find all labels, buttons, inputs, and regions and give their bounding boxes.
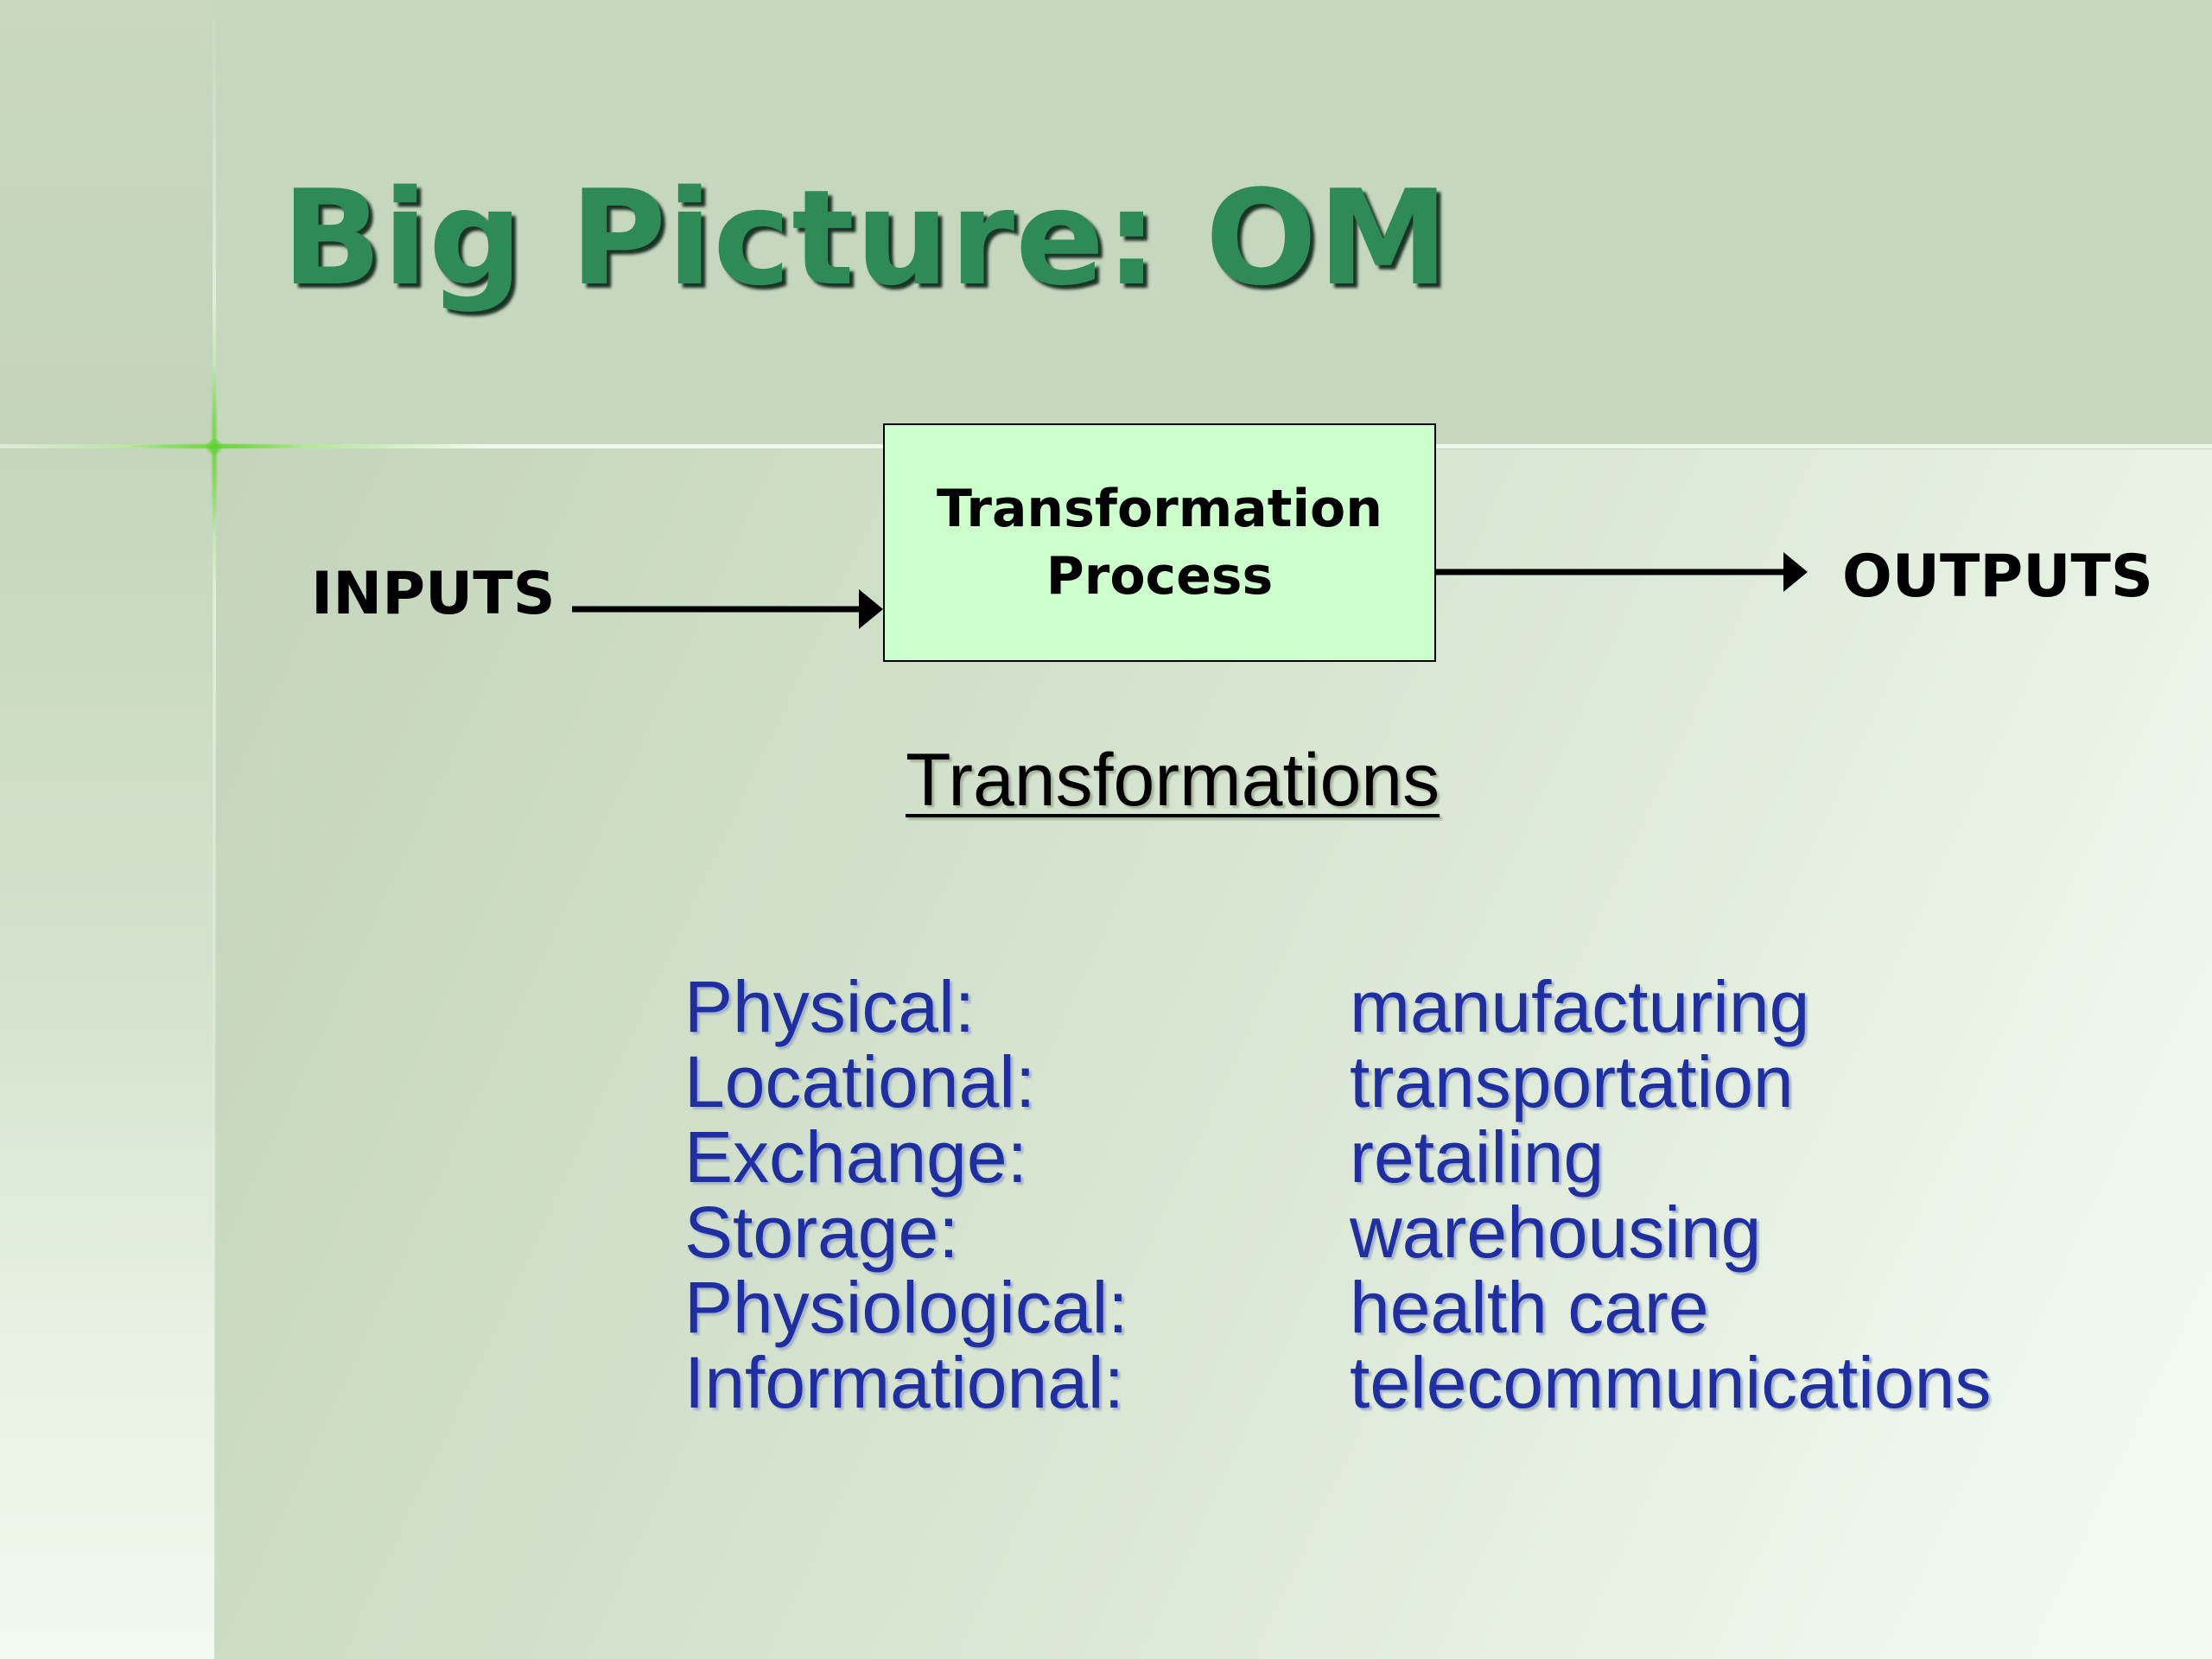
process-label-line1: Transformation: [937, 479, 1382, 539]
transformation-process-box: Transformation Process: [883, 423, 1436, 662]
inputs-label: INPUTS: [311, 560, 556, 628]
transformation-example-item: manufacturing: [1350, 966, 1810, 1047]
transformation-type-item: Informational:: [684, 1342, 1124, 1423]
decorative-sparkle-center: [206, 439, 223, 454]
transformation-type-item: Physiological:: [684, 1267, 1128, 1348]
transformation-type-item: Exchange:: [684, 1116, 1027, 1198]
transformations-heading: Transformations: [906, 739, 1440, 822]
transformation-example-item: telecommunications: [1350, 1342, 1992, 1423]
transformation-example-item: retailing: [1350, 1116, 1605, 1198]
slide-background-top-left: [0, 0, 214, 449]
slide-background-top: [0, 0, 2212, 449]
process-label-line2: Process: [1046, 546, 1274, 607]
decorative-vertical-line: [213, 0, 216, 1659]
transformation-example-item: warehousing: [1350, 1192, 1762, 1273]
transformation-type-item: Physical:: [684, 966, 976, 1047]
transformation-example-item: transportation: [1350, 1041, 1794, 1122]
transformation-types-column: Physical: Locational: Exchange: Storage:…: [684, 969, 1128, 1421]
slide-background-left-band: [0, 449, 214, 1659]
transformation-examples-column: manufacturing transportation retailing w…: [1350, 969, 1991, 1421]
transformation-type-item: Locational:: [684, 1041, 1036, 1122]
slide-title: Big Picture: OM: [282, 162, 1450, 315]
transformation-type-item: Storage:: [684, 1192, 959, 1273]
outputs-label: OUTPUTS: [1842, 543, 2153, 611]
transformation-example-item: health care: [1350, 1267, 1709, 1348]
